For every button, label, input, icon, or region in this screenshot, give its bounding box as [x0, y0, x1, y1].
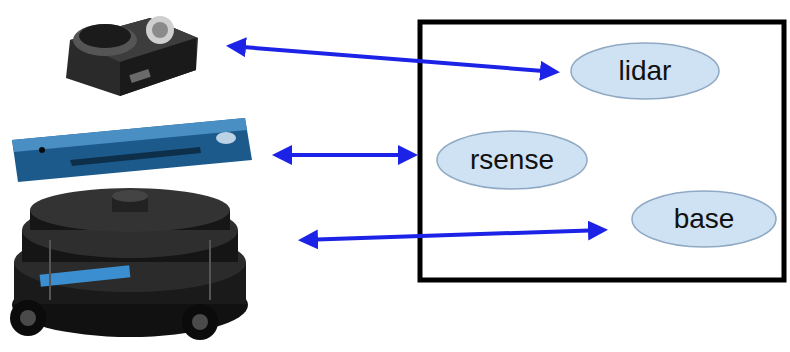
node-label: lidar: [619, 56, 672, 87]
system-box: [420, 22, 784, 280]
ellipse-node: rsense: [436, 130, 588, 190]
ellipse-node: base: [631, 190, 777, 248]
lidar-device: [66, 16, 198, 96]
ellipse-node: lidar: [570, 42, 720, 100]
realsense-camera: [12, 118, 252, 182]
node-label: rsense: [470, 145, 554, 176]
robot-base: [10, 188, 248, 340]
link-arrow: [302, 230, 604, 240]
node-label: base: [674, 204, 735, 235]
link-arrow: [230, 46, 556, 72]
link-arrow: [276, 153, 414, 157]
